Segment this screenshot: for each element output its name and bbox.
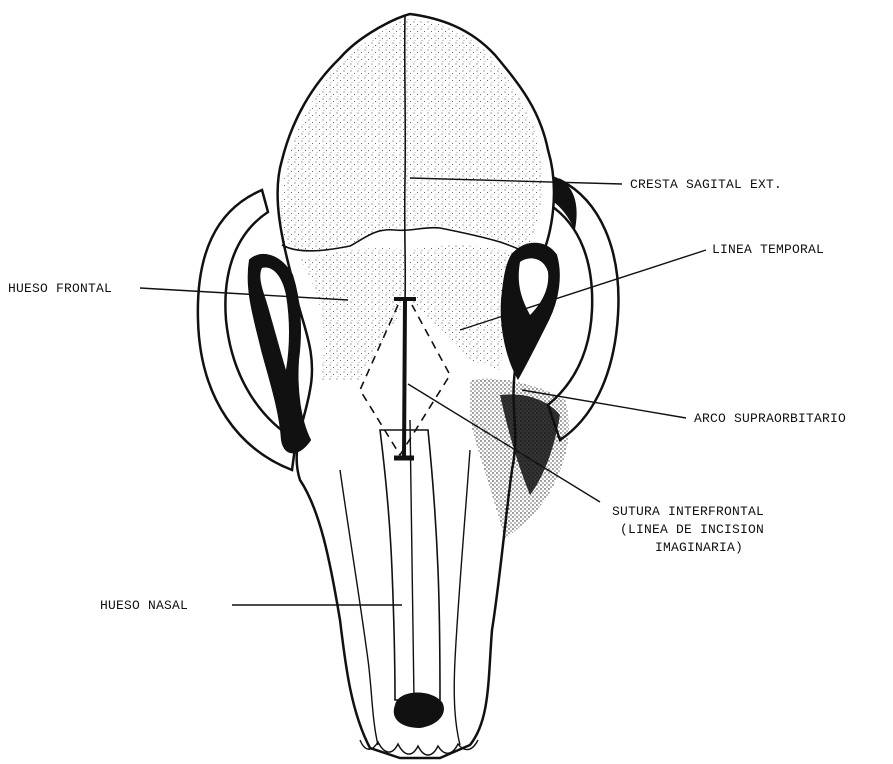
stippled-parietal [281, 18, 542, 251]
label-arco-supraorbitario: ARCO SUPRAORBITARIO [694, 411, 846, 426]
label-linea-temporal: LINEA TEMPORAL [712, 242, 824, 257]
label-sutura-line2: (LINEA DE INCISION [620, 522, 764, 537]
label-cresta-sagital: CRESTA SAGITAL EXT. [630, 177, 782, 192]
sagittal-crest [405, 16, 406, 300]
incision-bar [404, 300, 405, 458]
label-sutura-line1: SUTURA INTERFRONTAL [612, 504, 764, 519]
label-hueso-nasal: HUESO NASAL [100, 598, 188, 613]
label-sutura-line3: IMAGINARIA) [655, 540, 743, 555]
label-hueso-frontal: HUESO FRONTAL [8, 281, 112, 296]
